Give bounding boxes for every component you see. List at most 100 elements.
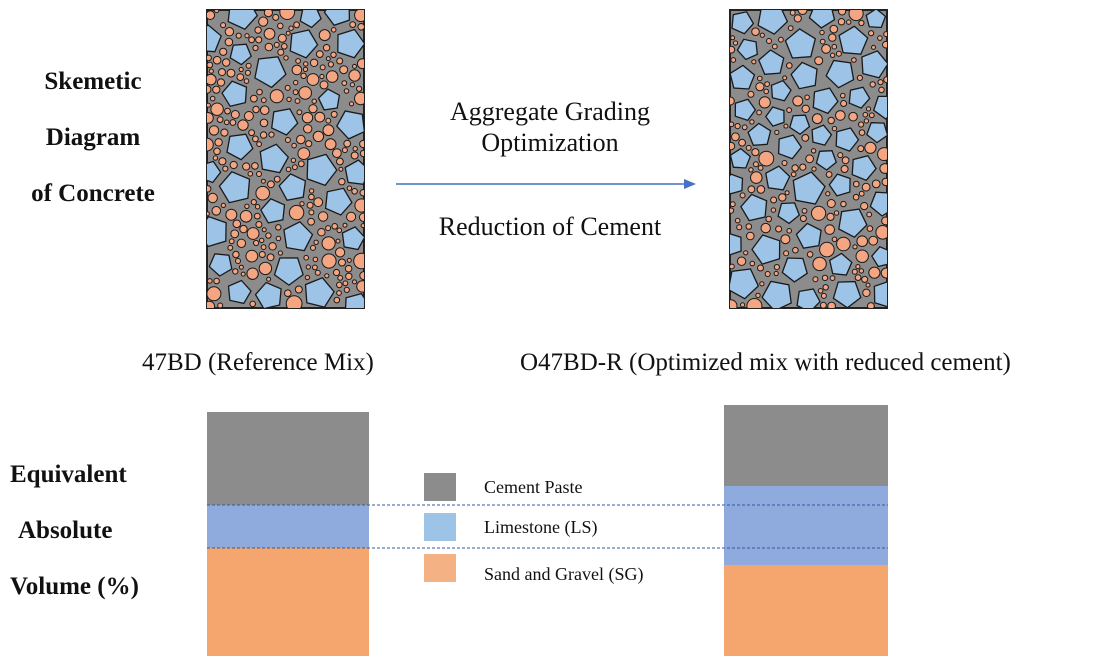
reference-sand-particle xyxy=(303,254,310,261)
reference-sand-particle xyxy=(252,135,259,143)
reference-sand-particle xyxy=(252,44,259,52)
reference-sand-particle xyxy=(244,203,250,210)
arrow-top-text: Aggregate Grading Optimization xyxy=(400,96,700,158)
optimized-sand-particle xyxy=(855,249,869,263)
reference-sand-particle xyxy=(232,250,240,259)
reference-limestone-particle xyxy=(207,160,222,184)
reference-sand-particle xyxy=(336,57,344,65)
reference-sand-particle xyxy=(321,236,336,251)
reference-sand-particle xyxy=(207,73,217,86)
optimized-sand-particle xyxy=(877,35,883,41)
optimized-sand-particle xyxy=(829,52,836,58)
reference-sand-particle xyxy=(325,56,331,62)
reference-sand-particle xyxy=(319,64,326,71)
optimized-sand-particle xyxy=(877,79,884,86)
reference-sand-particle xyxy=(297,147,311,161)
reference-sand-particle xyxy=(258,251,266,258)
optimized-sand-particle xyxy=(756,109,762,116)
reference-sand-particle xyxy=(230,229,240,239)
optimized-sand-particle xyxy=(730,57,737,63)
optimized-limestone-particle xyxy=(851,154,877,182)
optimized-sand-particle xyxy=(801,104,810,114)
reference-sand-particle xyxy=(245,62,252,69)
optimized-sand-particle xyxy=(739,192,746,199)
schematic-label-line-1: Skemetic xyxy=(44,68,142,95)
optimized-sand-particle xyxy=(868,112,875,119)
optimized-sand-particle xyxy=(782,75,788,81)
optimized-sand-particle xyxy=(799,163,807,171)
reference-sand-particle xyxy=(308,188,315,194)
reference-sand-particle xyxy=(324,273,330,279)
reference-sand-particle xyxy=(227,244,234,251)
reference-sand-particle xyxy=(311,98,317,104)
optimized-sand-particle xyxy=(840,165,849,173)
reference-sand-particle xyxy=(305,264,311,270)
optimized-sand-particle xyxy=(789,10,796,16)
optimized-sand-particle xyxy=(731,132,740,142)
reference-sand-particle xyxy=(292,164,298,171)
optimized-sand-particle xyxy=(805,154,814,164)
reference-sand-particle xyxy=(218,68,226,77)
reference-sand-particle xyxy=(212,155,219,161)
reference-sand-particle xyxy=(211,206,222,216)
optimized-limestone-particle xyxy=(777,202,801,225)
reference-sand-particle xyxy=(336,227,343,234)
optimized-sand-particle xyxy=(749,119,755,125)
optimized-sand-particle xyxy=(730,35,736,41)
reference-sand-particle xyxy=(269,89,284,104)
reference-sand-particle xyxy=(300,72,307,80)
reference-sand-particle xyxy=(216,78,226,87)
reference-sand-particle xyxy=(302,66,309,73)
reference-sand-particle xyxy=(264,42,274,52)
reference-sand-particle xyxy=(235,32,242,39)
optimized-limestone-particle xyxy=(838,25,869,55)
reference-sand-particle xyxy=(330,27,337,33)
reference-sand-particle xyxy=(208,125,220,136)
optimized-limestone-particle xyxy=(757,10,789,35)
reference-sand-particle xyxy=(315,50,324,58)
reference-sand-particle xyxy=(318,29,331,42)
reference-sand-particle xyxy=(303,124,313,134)
optimized-sand-particle xyxy=(760,222,771,234)
reference-sand-particle xyxy=(213,277,220,285)
reference-sand-particle xyxy=(256,171,262,177)
reference-sand-particle xyxy=(281,43,288,50)
optimized-sand-particle xyxy=(783,250,790,257)
optimized-sand-particle xyxy=(748,167,754,173)
reference-sand-particle xyxy=(230,110,240,119)
reference-sand-particle xyxy=(253,212,261,220)
optimized-sand-particle xyxy=(773,264,781,271)
optimized-limestone-particle xyxy=(736,38,758,61)
optimized-limestone-particle xyxy=(832,280,862,308)
reference-sand-particle xyxy=(207,211,210,217)
reference-sand-particle xyxy=(310,244,316,251)
reference-sand-particle xyxy=(322,124,335,137)
reference-sand-particle xyxy=(314,111,326,123)
optimized-limestone-particle xyxy=(730,268,760,300)
optimized-sand-particle xyxy=(799,215,807,222)
optimized-sand-particle xyxy=(730,121,735,128)
optimized-sand-particle xyxy=(751,59,757,65)
reference-limestone-particle xyxy=(344,159,364,186)
reference-sand-particle xyxy=(207,102,211,108)
reference-sand-particle xyxy=(356,58,364,70)
schematic-label-line-2: Diagram xyxy=(45,124,141,151)
optimized-sand-particle xyxy=(856,74,864,82)
reference-sand-particle xyxy=(325,225,332,232)
optimized-sand-particle xyxy=(730,299,738,308)
optimized-sand-particle xyxy=(851,57,857,63)
optimized-concrete-schematic xyxy=(729,9,888,309)
reference-sand-particle xyxy=(212,85,221,94)
reference-limestone-particle xyxy=(336,110,364,140)
reference-sand-particle xyxy=(220,128,229,137)
optimized-limestone-particle xyxy=(812,87,839,115)
reference-sand-particle xyxy=(349,82,355,88)
reference-sand-particle xyxy=(333,296,341,304)
reference-sand-particle xyxy=(356,85,363,92)
optimized-sand-particle xyxy=(861,275,869,283)
reference-sand-particle xyxy=(293,21,301,29)
reference-sand-particle xyxy=(273,41,280,48)
optimized-sand-particle xyxy=(864,141,877,154)
optimized-sand-particle xyxy=(858,19,865,27)
optimized-limestone-particle xyxy=(869,191,887,217)
